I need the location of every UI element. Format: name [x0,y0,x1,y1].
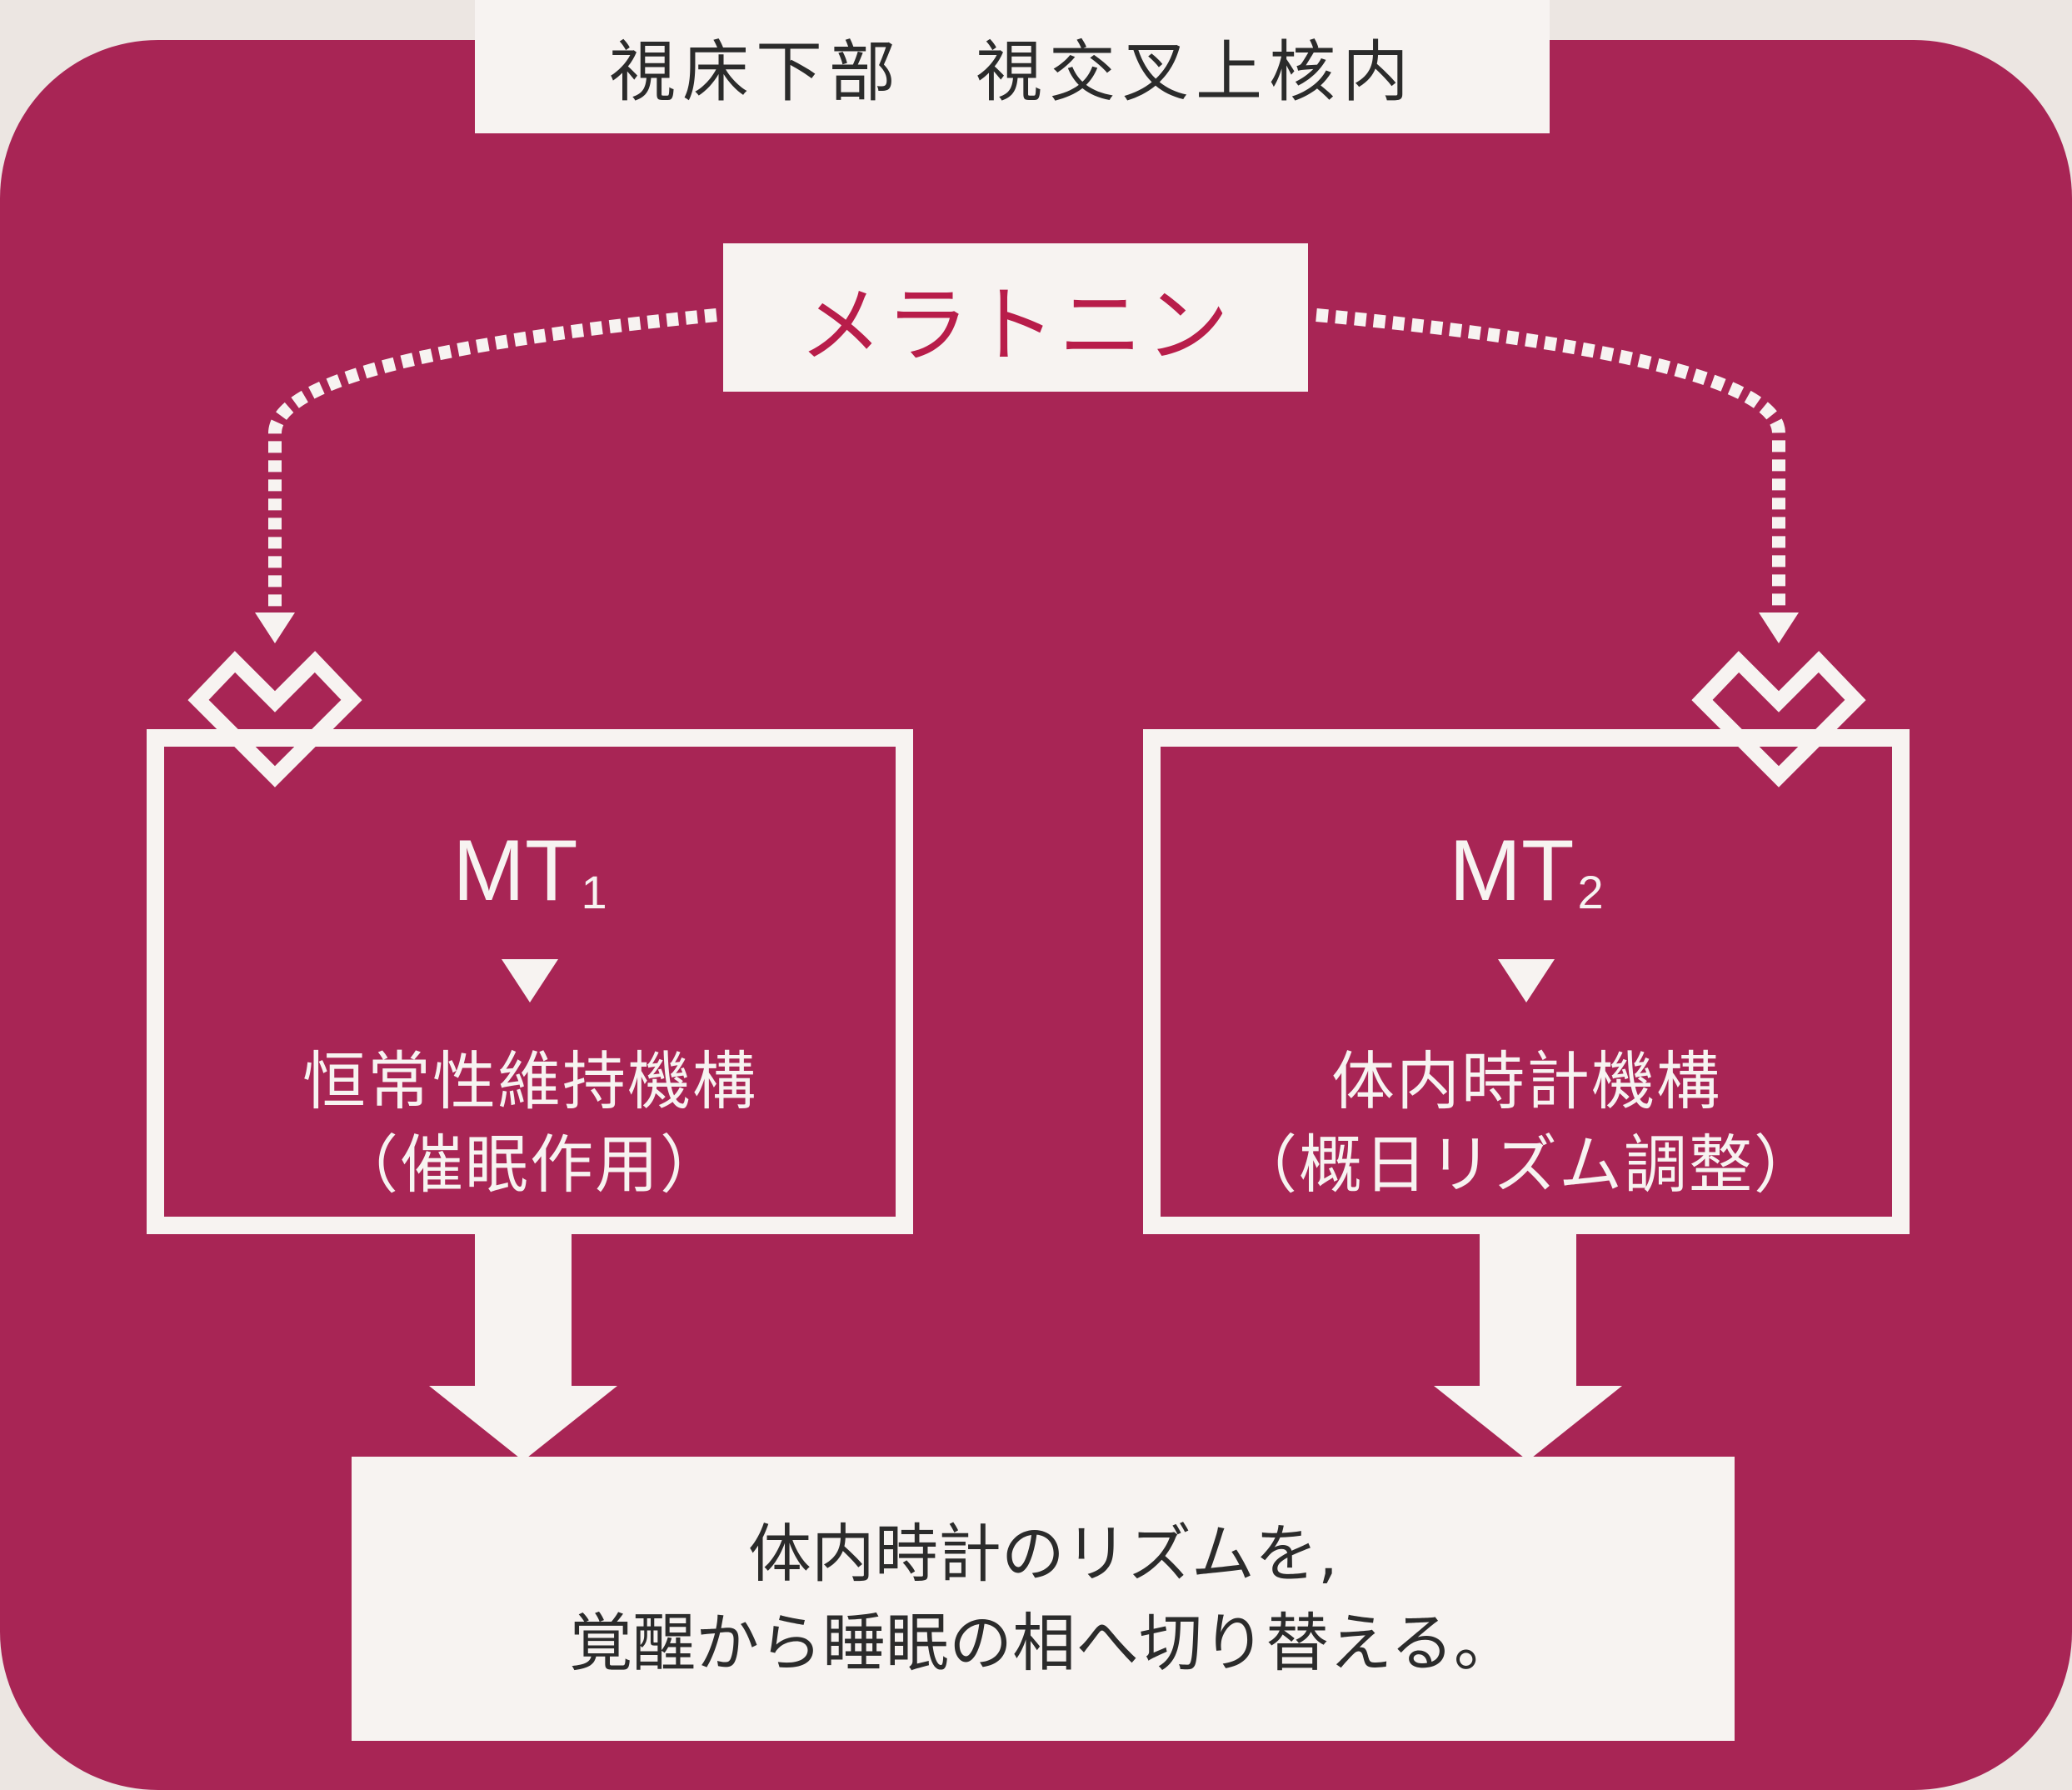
dotted-arrowhead-mt2 [1759,612,1799,643]
receptor-name-mt2: MT2 [1449,822,1604,919]
connectors-layer [187,308,1866,1461]
receptor-box-mt1: MT1 恒常性維持機構 （催眠作用） [147,729,913,1234]
down-triangle-icon [1498,959,1555,1002]
down-triangle-icon [502,959,558,1002]
mechanism-mt1: 恒常性維持機構 [302,1044,757,1118]
receptor-box-mt2: MT2 体内時計機構 （概日リズム調整） [1143,729,1910,1234]
block-arrow-mt1 [429,1234,617,1461]
receptor-subscript-mt1: 1 [581,866,607,918]
result-line-1: 体内時計のリズムを, [747,1517,1339,1592]
dotted-arrowhead-mt1 [255,612,295,643]
receptor-notch-mt1 [187,651,362,788]
effect-mt1: （催眠作用） [335,1128,725,1202]
receptor-subscript-mt2: 2 [1577,866,1604,918]
receptor-name-mt1: MT1 [452,822,607,919]
mechanism-mt2: 体内時計機構 [1331,1044,1721,1118]
result-box: 体内時計のリズムを, 覚醒から睡眠の相へ切り替える。 [352,1457,1735,1741]
effect-mt2: （概日リズム調整） [1234,1128,1819,1202]
block-arrow-mt2 [1434,1234,1622,1461]
dotted-arrow-to-mt1 [268,308,717,612]
melatonin-label: メラトニン [723,243,1308,392]
hypothalamus-label: 視床下部 視交叉上核内 [475,0,1550,133]
dotted-arrow-to-mt2 [1316,308,1785,612]
result-line-2: 覚醒から睡眠の相へ切り替える。 [569,1605,1517,1680]
receptor-notch-mt2 [1691,651,1866,788]
